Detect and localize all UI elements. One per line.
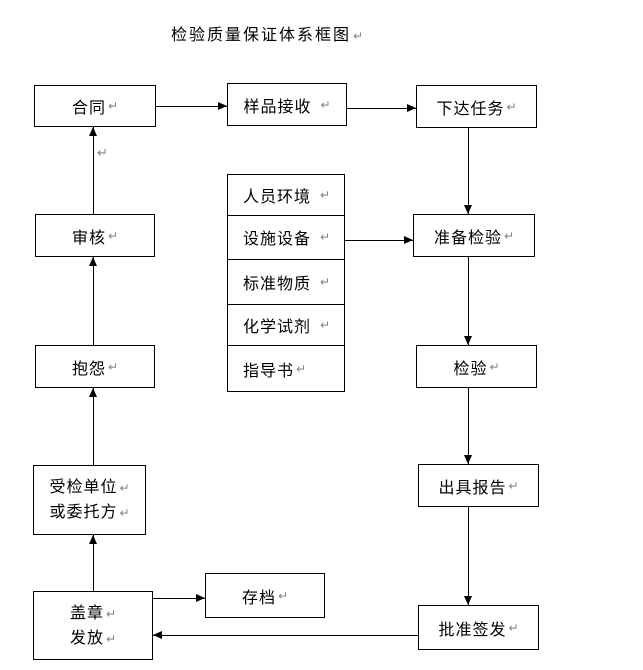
node-prepare-inspection: 准备检验↵: [413, 214, 535, 257]
arrow-report-to-approve-line: [468, 507, 469, 605]
node-issue-report-label: 出具报告: [438, 477, 507, 497]
node-prepare-inspection-label: 准备检验: [433, 227, 502, 247]
node-sample-reception: 样品接收 ↵: [227, 83, 347, 126]
node-review-label: 审核: [71, 227, 106, 247]
paragraph-mark: ↵: [119, 506, 130, 520]
resource-row-standard-materials: 标准物质 ↵: [228, 260, 344, 305]
arrow-stamp-to-archive-line: [153, 598, 205, 599]
arrow-party-to-complaint-head: [89, 388, 97, 397]
node-sample-reception-label: 样品接收: [243, 96, 312, 116]
diagram-title-text: 检验质量保证体系框图: [171, 25, 352, 44]
node-review: 审核↵: [35, 214, 155, 257]
resource-row-label: 标准物质: [243, 274, 312, 294]
node-contract-label: 合同: [71, 98, 106, 117]
paragraph-mark: ↵: [105, 606, 117, 621]
paragraph-mark: ↵: [119, 481, 130, 495]
node-assign-task-label: 下达任务: [436, 98, 505, 118]
paragraph-mark: ↵: [320, 187, 331, 202]
arrow-party-to-complaint-line: [93, 388, 94, 465]
node-assign-task: 下达任务↵: [416, 85, 537, 128]
arrow-prepare-to-inspection-head: [464, 336, 472, 345]
arrow-approve-to-stamp-head: [153, 631, 162, 639]
node-inspected-party: 受检单位↵ 或委托方↵: [33, 465, 146, 535]
node-stamp-distribute-line1: 盖章: [69, 602, 104, 622]
node-inspection-label: 检验: [453, 358, 488, 378]
resource-row-label: 化学试剂: [243, 317, 312, 337]
node-inspected-party-line2: 或委托方: [49, 502, 118, 521]
node-approve-issue-label: 批准签发: [438, 619, 507, 639]
arrow-contract-to-sample-line: [156, 106, 227, 107]
paragraph-mark: ↵: [320, 318, 331, 333]
arrow-assign-to-prepare-line: [468, 128, 469, 214]
arrow-stamp-to-party-line: [93, 535, 94, 591]
arrow-prepare-to-inspection-line: [468, 257, 469, 345]
arrow-sample-to-assign-head: [407, 104, 416, 112]
node-complaint-label: 抱怨: [71, 358, 106, 378]
resource-table: 人员环境↵ 设施设备↵ 标准物质↵ 化学试剂↵ 指导书↵: [227, 174, 345, 392]
node-inspected-party-line1: 受检单位: [49, 477, 118, 496]
paragraph-mark: ↵: [506, 99, 517, 114]
arrow-complaint-to-review-head: [89, 257, 97, 266]
resource-row-personnel-environment: 人员环境 ↵: [228, 175, 344, 216]
node-stamp-distribute: 盖章↵ 发放↵: [33, 591, 153, 660]
paragraph-mark: ↵: [353, 29, 364, 43]
arrow-inspection-to-report-line: [468, 388, 469, 464]
resource-row-label: 设施设备: [243, 229, 312, 249]
paragraph-mark: ↵: [508, 620, 519, 635]
node-inspection: 检验↵: [416, 345, 537, 388]
arrow-stamp-to-party-head: [89, 535, 97, 544]
paragraph-mark: ↵: [97, 146, 108, 161]
paragraph-mark: ↵: [503, 228, 515, 243]
paragraph-mark: ↵: [105, 631, 117, 646]
resource-row-facilities-equipment: 设施设备 ↵: [228, 216, 344, 261]
arrow-table-to-prepare-head: [404, 236, 413, 244]
paragraph-mark: ↵: [508, 478, 519, 493]
arrow-sample-to-assign-line: [347, 108, 416, 109]
arrow-review-to-contract-head: [89, 127, 97, 136]
node-complaint: 抱怨↵: [35, 345, 155, 388]
node-stamp-distribute-line2: 发放: [69, 627, 104, 647]
diagram-title: 检验质量保证体系框图↵: [171, 21, 363, 45]
arrow-stamp-to-archive-head: [196, 594, 205, 602]
paragraph-mark: ↵: [107, 359, 119, 374]
node-contract: 合同↵: [34, 85, 156, 127]
arrow-approve-to-stamp-line: [153, 635, 418, 636]
arrow-complaint-to-review-line: [93, 257, 94, 345]
resource-row-label: 人员环境: [243, 186, 312, 206]
arrow-table-to-prepare-line: [345, 240, 413, 241]
node-approve-issue: 批准签发↵: [418, 605, 539, 650]
paragraph-mark: ↵: [296, 361, 307, 376]
paragraph-mark: ↵: [320, 230, 331, 245]
node-archive: 存档↵: [205, 573, 325, 618]
paragraph-mark: ↵: [107, 99, 119, 113]
paragraph-mark: ↵: [277, 588, 289, 603]
arrow-report-to-approve-head: [464, 596, 472, 605]
resource-row-label: 指导书: [243, 360, 295, 380]
paragraph-mark: ↵: [489, 359, 500, 374]
resource-row-instructions: 指导书↵: [228, 346, 344, 391]
paragraph-mark: ↵: [320, 275, 331, 290]
resource-row-chemical-reagents: 化学试剂 ↵: [228, 305, 344, 347]
arrow-inspection-to-report-head: [464, 455, 472, 464]
node-issue-report: 出具报告↵: [418, 464, 539, 507]
paragraph-mark: ↵: [320, 97, 331, 112]
arrow-assign-to-prepare-head: [464, 205, 472, 214]
node-archive-label: 存档: [241, 587, 276, 607]
paragraph-mark: ↵: [107, 228, 119, 243]
arrow-review-to-contract-line: [93, 127, 94, 214]
arrow-contract-to-sample-head: [218, 102, 227, 110]
